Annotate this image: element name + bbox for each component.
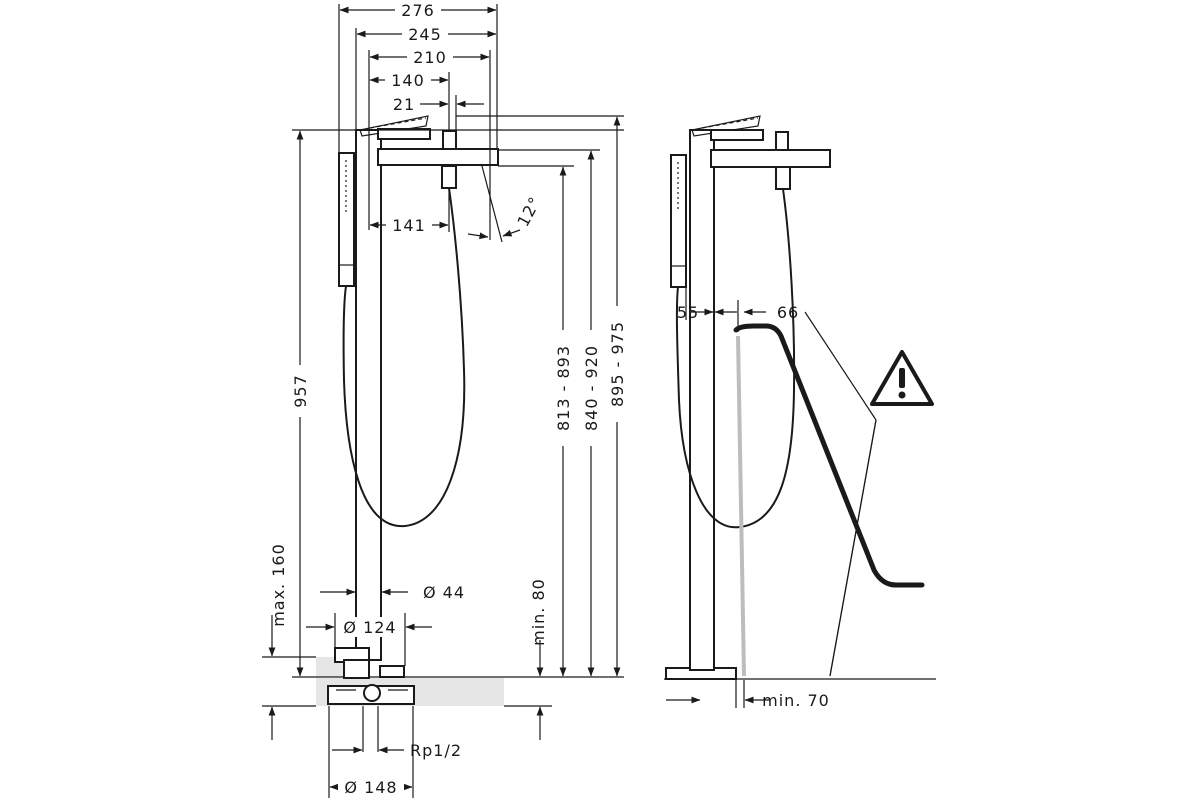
- dim-245: 245: [408, 25, 442, 44]
- right-shower-hose: [675, 188, 796, 529]
- dim-957-bg: [290, 365, 310, 417]
- right-lever-dashed: [701, 117, 759, 129]
- base-valve: [379, 665, 405, 678]
- lever-body: [377, 128, 431, 140]
- dim-276-bg: [395, 0, 441, 20]
- dim-max-160: max. 160: [269, 543, 288, 627]
- dim-thread: Rp1/2: [410, 741, 462, 760]
- right-holder: [775, 131, 789, 151]
- dim-21: 21: [393, 95, 415, 114]
- base-block: [343, 659, 370, 679]
- right-view: 55 66 min. 70: [664, 115, 936, 710]
- dim-141: 141: [392, 216, 426, 235]
- dim-140: 140: [391, 71, 425, 90]
- dim-min-70: min. 70: [762, 691, 830, 710]
- dim-dia-148: Ø 148: [344, 778, 397, 797]
- right-spout: [710, 149, 831, 168]
- hose-connector: [441, 165, 457, 189]
- spout: [377, 148, 499, 166]
- dim-141-bg: [386, 215, 432, 235]
- dim-min-80: min. 80: [529, 578, 548, 646]
- dim-813-bg: [553, 330, 573, 446]
- warning-triangle-icon: [870, 350, 934, 406]
- right-lever-handle: [691, 115, 761, 137]
- dim-957: 957: [291, 374, 310, 408]
- right-hand-shower: [670, 154, 687, 288]
- dim-12-arrow-right: [502, 229, 521, 237]
- lever-dashed: [369, 117, 427, 129]
- dim-813-893: 813 - 893: [554, 345, 573, 431]
- dim-840-920: 840 - 920: [582, 345, 601, 431]
- dim-148-bg: [338, 777, 404, 797]
- dim-66: 66: [777, 303, 799, 322]
- dim-210: 210: [413, 48, 447, 67]
- left-view: 276 245 210 140 21 141 12° 957 max. 160 …: [262, 0, 627, 798]
- dim-245-bg: [402, 24, 448, 44]
- shower-hose: [342, 187, 466, 528]
- ext-12-angle: [481, 165, 503, 243]
- dim-12-arrow-left: [467, 232, 489, 240]
- dim-dia-124: Ø 124: [343, 618, 396, 637]
- right-column: [689, 129, 715, 671]
- dim-124-bg: [335, 617, 405, 637]
- right-hose-connector: [775, 166, 791, 190]
- hand-shower: [338, 152, 355, 287]
- lever-handle: [359, 115, 429, 137]
- right-lever-body: [710, 129, 764, 141]
- hand-shower-holder: [442, 130, 457, 150]
- installation-box-outlet: [363, 684, 381, 702]
- dim-140-bg: [385, 70, 431, 90]
- dim-55: 55: [677, 303, 699, 322]
- leader-66: [804, 311, 877, 421]
- dim-840-bg: [581, 330, 601, 446]
- dim-12-angle: 12°: [513, 193, 544, 230]
- dim-895-bg: [607, 306, 627, 422]
- dim-210-bg: [407, 47, 453, 67]
- dim-276: 276: [401, 1, 435, 20]
- dim-dia-44: Ø 44: [423, 583, 465, 602]
- tub-ghost-line: [736, 335, 746, 677]
- bathtub-edge: [733, 323, 925, 588]
- leader-70-b: [829, 419, 877, 677]
- dim-895-975: 895 - 975: [608, 321, 627, 407]
